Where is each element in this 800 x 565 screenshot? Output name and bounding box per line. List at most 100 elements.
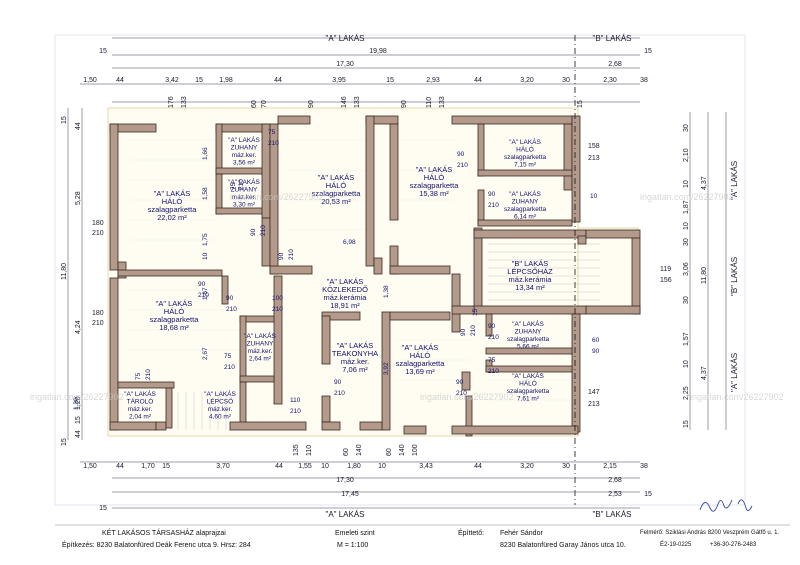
left-o-1: 44: [75, 122, 82, 130]
dd-45: 210: [488, 368, 499, 375]
top-r2-1: 2,68: [608, 61, 622, 68]
title-text: KÉT LAKÁSOS TÁRSASHÁZ alaprajzai: [102, 530, 226, 537]
room-13-l0: "A" LAKÁS: [512, 319, 544, 328]
bot-r1-13: 30: [562, 463, 570, 470]
left-o-8: 15: [61, 438, 68, 446]
room-3-l2: szalagparketta: [312, 189, 362, 198]
right-c2-11: 15: [683, 420, 690, 428]
right-c2-2: 10: [683, 180, 690, 188]
right-c1-0: 158: [588, 143, 600, 150]
bot-r1-11: 44: [474, 463, 482, 470]
room-15-l2: máz.ker.: [128, 406, 153, 413]
dd-20: 210: [272, 306, 283, 313]
bot-r2-0: 17,30: [336, 477, 354, 484]
top-r3-10: 3,20: [520, 77, 534, 84]
watermark-2: ingatlan.com/26227902: [30, 392, 124, 402]
room-7-l1: LÉPCSŐHÁZ: [507, 267, 553, 276]
top-r4-3: 70: [261, 100, 268, 108]
bot-r1-5: 44: [275, 463, 283, 470]
room-6-l2: szalagparketta: [504, 206, 547, 213]
right-c2-0: 30: [683, 124, 690, 132]
right-c1-4: 147: [588, 389, 600, 396]
room-11-l0: "A" LAKÁS: [337, 341, 374, 350]
right-c2-8: 1,57: [683, 332, 690, 346]
room-13-l3: 5,66 m²: [517, 344, 540, 351]
sheet-border: [54, 34, 746, 506]
room-13-l1: ZUHANY: [515, 329, 542, 336]
watermark-1: ingatlan.com/26227902: [640, 192, 734, 202]
room-8-l3: 18,91 m²: [330, 301, 360, 310]
top-r3-13: 38: [640, 77, 648, 84]
top-r4-10: 15: [577, 100, 584, 108]
right-c1-2: 119: [660, 266, 671, 273]
top-r3-3: 15: [195, 77, 203, 84]
room-8-l1: KÖZLEKEDŐ: [322, 285, 368, 294]
bot-r3-1: 2,53: [608, 491, 622, 498]
top-r3-6: 3,95: [332, 77, 346, 84]
bot-r2-1: 2,68: [608, 477, 622, 484]
room-12-l3: 13,69 m²: [405, 367, 435, 376]
surveyor-text: Felmérő: Sziklási András 8200 Veszprém G…: [640, 530, 780, 536]
left-i-2: 180: [92, 310, 104, 317]
dd-17: 90: [226, 295, 234, 302]
dd-32: 90: [334, 379, 342, 386]
room-15-l0: "A" LAKÁS: [124, 389, 156, 398]
level-text: Emeleti szint: [335, 530, 375, 537]
right-c2-5: 30: [683, 238, 690, 246]
dd-27: 75: [224, 353, 232, 360]
scale-text: M = 1:100: [337, 542, 369, 549]
right-side-a1: "A" LAKÁS: [730, 161, 739, 200]
reg-number: É2-19-0225: [660, 542, 692, 548]
dd-9: 210: [288, 249, 295, 260]
dd-4: 75: [230, 182, 237, 190]
bot-r1-7: 10: [321, 463, 329, 470]
top-r4-0: 176: [168, 96, 175, 108]
floor-hatch: [130, 139, 570, 401]
left-o-2: 5,28: [75, 191, 82, 205]
dd-8: 90: [278, 252, 285, 260]
dd-22: 90: [460, 328, 467, 336]
builder-name: Fehér Sándor: [500, 530, 543, 537]
room-6-l3: 6,14 m²: [514, 214, 537, 221]
right-c1-3: 156: [660, 277, 672, 284]
right-dimensions: 158 213 119 156 147 213 30 2,10 10 1,87 …: [588, 112, 739, 430]
top-r3-11: 30: [562, 77, 570, 84]
top-r3-4: 1,98: [219, 77, 233, 84]
bot-r3-0: 17,45: [341, 491, 359, 498]
bot-r5-5: 140: [399, 444, 406, 456]
top-r3-5: 44: [274, 77, 282, 84]
room-13-l2: szalagparketta: [507, 336, 550, 343]
location-text: Építkezés: 8230 Balatonfüred Deák Ferenc…: [62, 542, 251, 549]
room-0-l3: 3,56 m²: [233, 160, 256, 167]
room-16-l1: LÉPCSŐ: [207, 397, 233, 406]
dd-2: 1,66: [202, 147, 209, 160]
dd-33: 210: [334, 390, 345, 397]
dd-10: 90: [457, 151, 465, 158]
watermarks: ingatlan.com/26227902 ingatlan.com/26227…: [30, 192, 784, 402]
bot-r1-3: 15: [162, 463, 170, 470]
room-2-l1: HÁLÓ: [162, 197, 183, 206]
right-c1-5: 213: [588, 401, 600, 408]
dd-11: 210: [457, 162, 468, 169]
left-i-3: 210: [92, 320, 104, 327]
top-r4-2: 60: [251, 100, 258, 108]
dd-31: 210: [145, 369, 152, 380]
dd-38: 210: [456, 390, 467, 397]
bot-r1-12: 3,20: [520, 463, 534, 470]
room-7-l0: "B" LAKÁS: [512, 259, 549, 268]
top-r3-2: 3,42: [165, 77, 179, 84]
room-5-l0: "A" LAKÁS: [509, 137, 541, 146]
room-12-l0: "A" LAKÁS: [402, 343, 439, 352]
bot-r1-6: 1,55: [298, 463, 312, 470]
top-dimensions: "A" LAKÁS "B" LAKÁS 15 19,98 15 17,30 2,…: [80, 34, 652, 108]
room-5-l2: szalagparketta: [504, 154, 547, 161]
dd-42: 210: [488, 334, 499, 341]
top-r4-6: 133: [354, 96, 361, 108]
dd-1: 210: [268, 140, 279, 147]
left-o-7: 44: [75, 430, 82, 438]
phone-number: +36-30-276-2483: [710, 542, 757, 548]
